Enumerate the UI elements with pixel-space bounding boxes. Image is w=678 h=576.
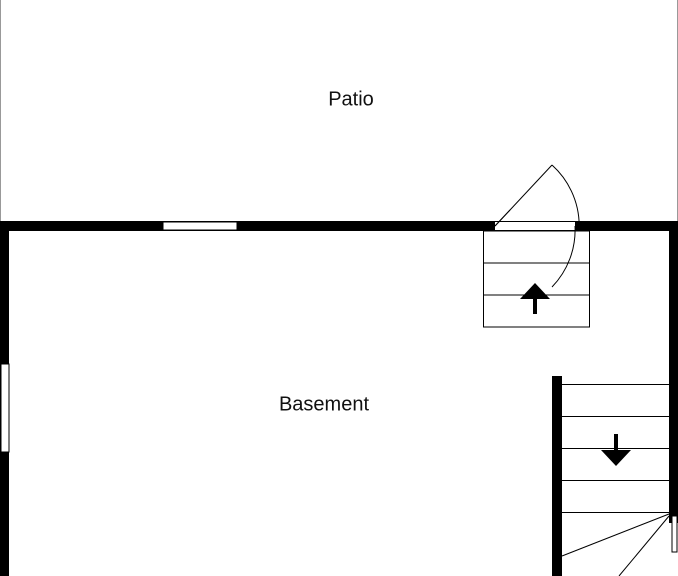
window-top [162,221,238,231]
stairs-down [561,384,670,576]
window-left [0,363,10,453]
arrow-up-icon [520,283,550,314]
door-opening [495,221,575,231]
door-leaf-inner [494,209,511,227]
door-swing-arc-inner [551,225,576,288]
arrow-down-icon [601,434,631,466]
wall-top [0,221,678,231]
wall-right [669,221,678,523]
room-label-patio: Patio [328,88,374,111]
stairs-up [483,230,590,328]
stairs-down-wall [552,376,562,576]
door-jamb [671,515,678,553]
room-label-basement: Basement [278,393,370,416]
